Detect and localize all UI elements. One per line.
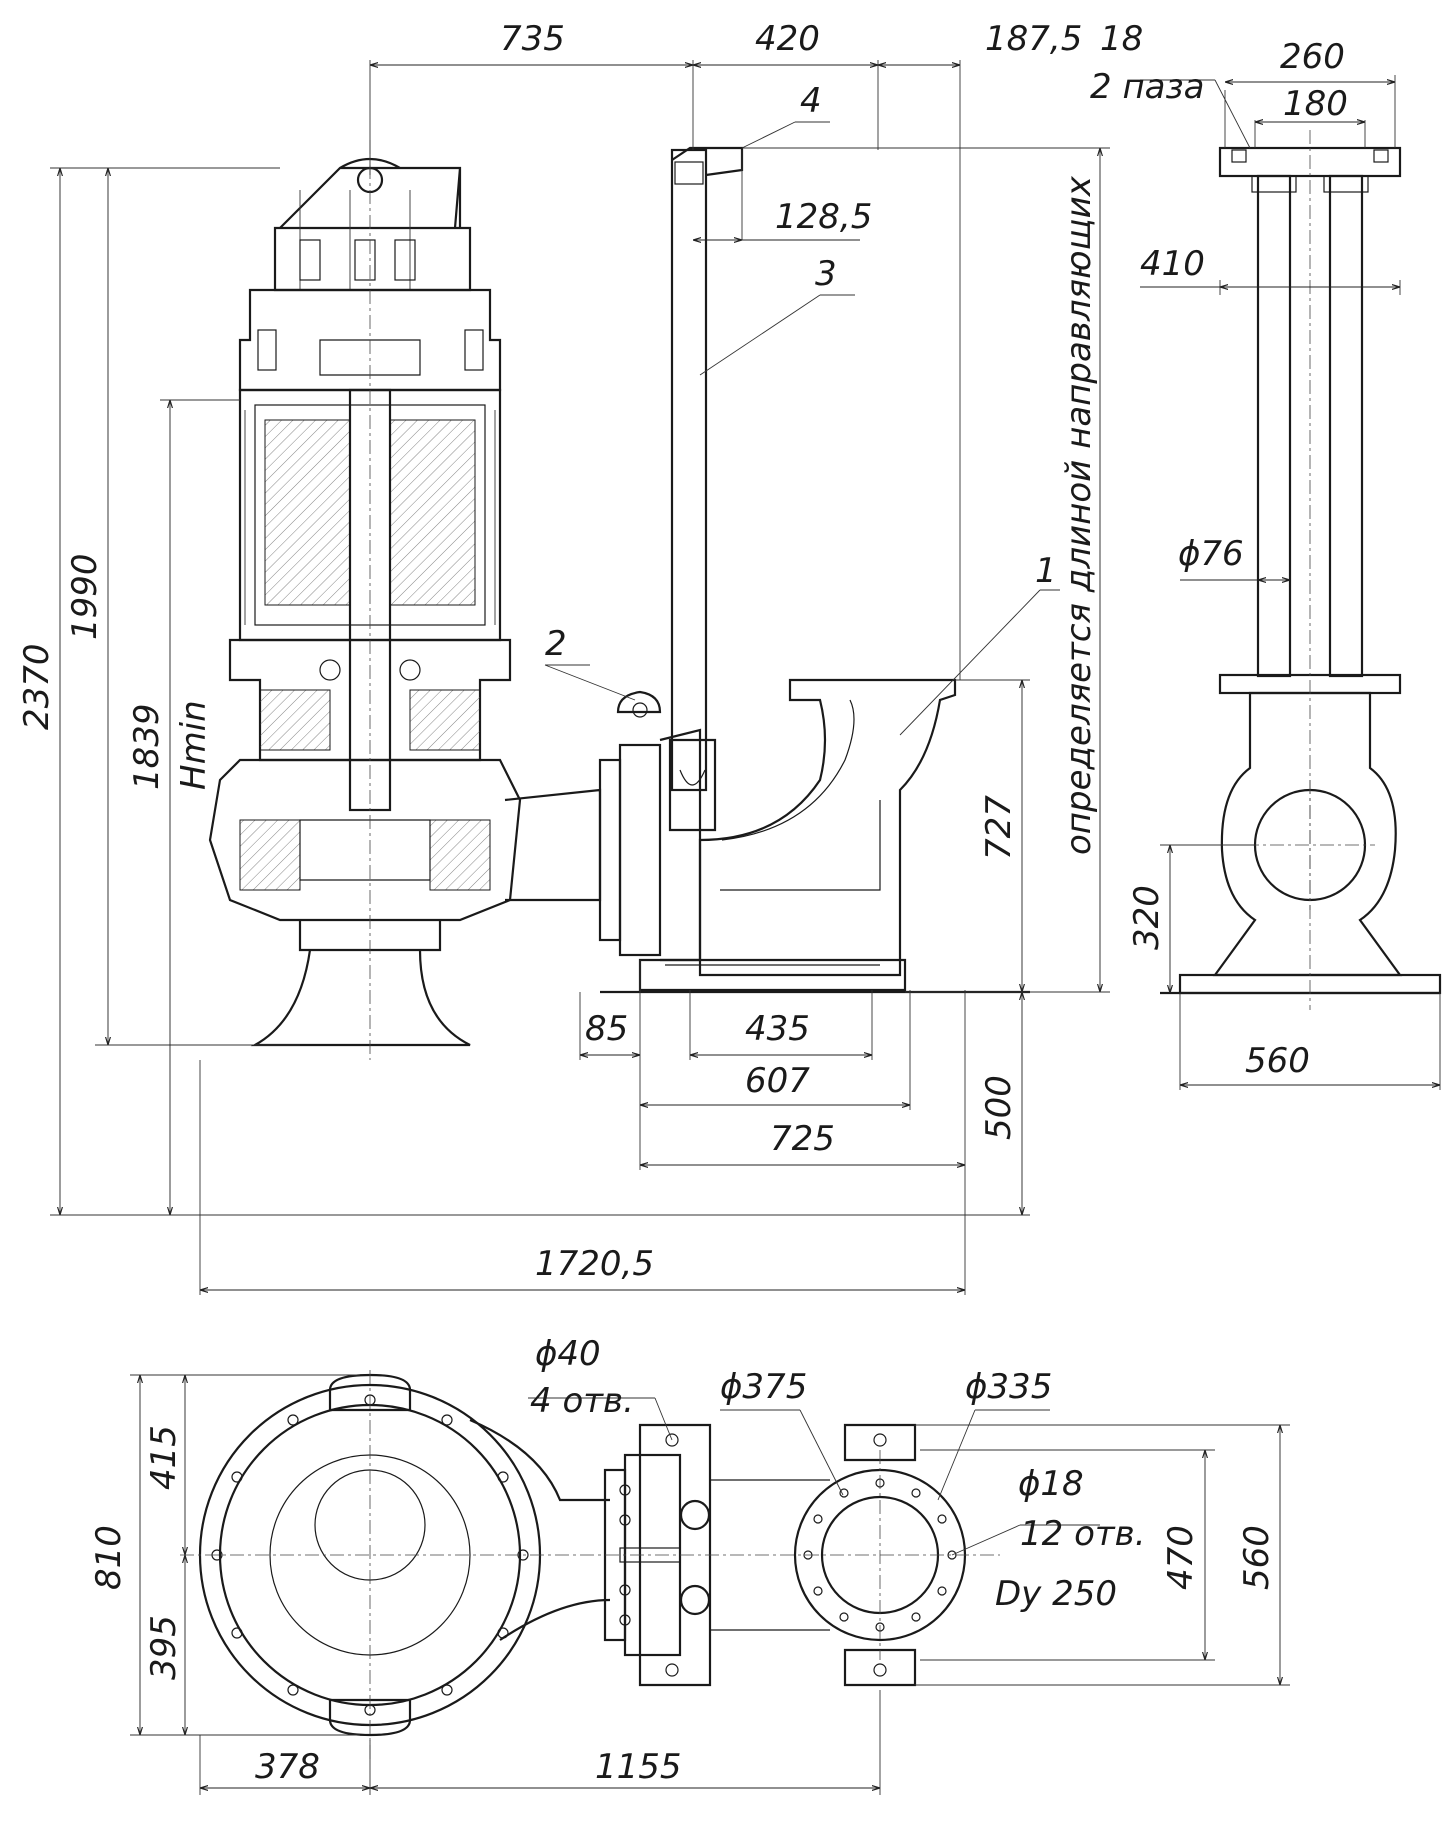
dim-phi375: ϕ375 [720, 1367, 807, 1407]
dim-727: 727 [979, 795, 1019, 860]
label-dy250: Dy 250 [995, 1574, 1117, 1614]
dim-18: 18 [1100, 19, 1143, 59]
dim-hmin: Hmin [174, 700, 214, 790]
dim-phi40: ϕ40 [535, 1334, 601, 1374]
dim-128-5: 128,5 [775, 197, 872, 237]
dim-phi76: ϕ76 [1178, 534, 1244, 574]
dim-phi335: ϕ335 [965, 1367, 1052, 1407]
dim-2370: 2370 [17, 643, 57, 730]
label-4-holes: 4 отв. [530, 1381, 634, 1421]
label-2-slots: 2 паза [1090, 67, 1204, 107]
labels: 735 420 187,5 18 2 паза 260 180 4 128,5 … [17, 19, 1348, 1787]
callout-1: 1 [1035, 551, 1057, 591]
label-12-holes: 12 отв. [1020, 1514, 1146, 1554]
dim-85: 85 [585, 1009, 628, 1049]
dim-500: 500 [979, 1075, 1019, 1140]
dim-1720-5: 1720,5 [535, 1244, 654, 1284]
callout-3: 3 [815, 254, 837, 294]
dim-phi18: ϕ18 [1018, 1464, 1084, 1504]
dim-725: 725 [770, 1119, 835, 1159]
pump-front-view [208, 140, 602, 1060]
dim-420: 420 [755, 19, 820, 59]
dim-1990: 1990 [65, 553, 105, 640]
dim-560-side: 560 [1245, 1041, 1310, 1081]
dim-435: 435 [745, 1009, 810, 1049]
side-view [1140, 75, 1442, 1090]
dim-187-5: 187,5 [985, 19, 1082, 59]
callout-2: 2 [545, 624, 567, 664]
dim-735: 735 [500, 19, 565, 59]
guide-length-note: определяется длиной направляющих [1059, 175, 1099, 855]
dim-378: 378 [255, 1747, 320, 1787]
callout-4: 4 [800, 81, 822, 121]
plan-view [130, 1370, 1290, 1795]
dim-415: 415 [144, 1425, 184, 1490]
dim-320: 320 [1127, 885, 1167, 950]
dim-810: 810 [89, 1525, 129, 1590]
front-view-dimensions [50, 60, 1110, 1295]
dim-395: 395 [144, 1615, 184, 1680]
discharge-elbow-front [598, 146, 1030, 994]
dim-470: 470 [1161, 1525, 1201, 1590]
dim-560-plan: 560 [1237, 1525, 1277, 1590]
dim-1839: 1839 [127, 703, 167, 790]
dim-607: 607 [745, 1061, 810, 1101]
dim-260: 260 [1280, 37, 1345, 77]
dim-410: 410 [1140, 244, 1205, 284]
dim-180: 180 [1283, 84, 1348, 124]
dim-1155: 1155 [595, 1747, 682, 1787]
